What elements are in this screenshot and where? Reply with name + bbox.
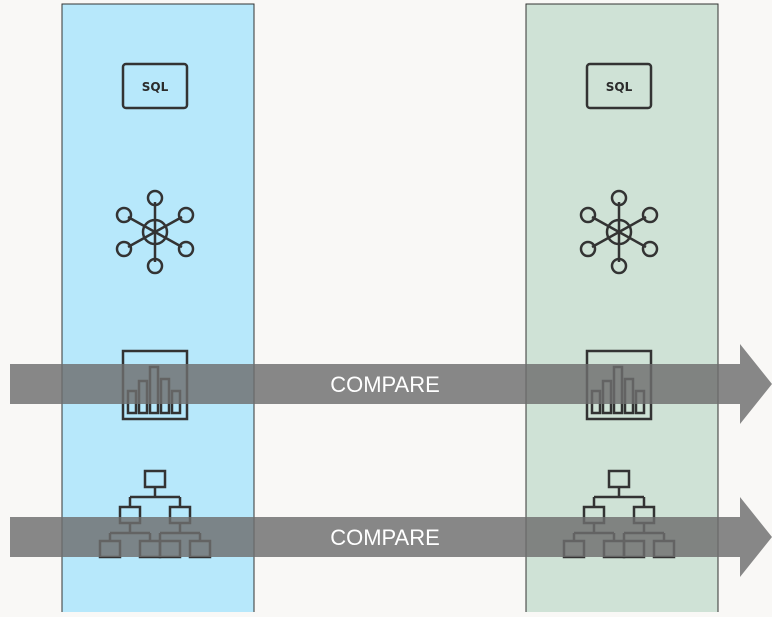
compare-label: COMPARE bbox=[330, 372, 440, 397]
sql-icon-label: SQL bbox=[606, 80, 633, 94]
compare-label: COMPARE bbox=[330, 525, 440, 550]
column-right: SQL bbox=[525, 3, 719, 617]
sql-icon-label: SQL bbox=[142, 80, 169, 94]
arrow-shape bbox=[10, 497, 772, 577]
arrow-shape bbox=[10, 344, 772, 424]
compare-arrow-2: COMPARE bbox=[10, 497, 772, 577]
column-left-panel bbox=[61, 3, 255, 617]
sql-icon: SQL bbox=[121, 62, 189, 110]
column-right-panel bbox=[525, 3, 719, 617]
sql-icon: SQL bbox=[585, 62, 653, 110]
compare-arrow-1: COMPARE bbox=[10, 344, 772, 424]
column-left: SQL bbox=[61, 3, 255, 617]
